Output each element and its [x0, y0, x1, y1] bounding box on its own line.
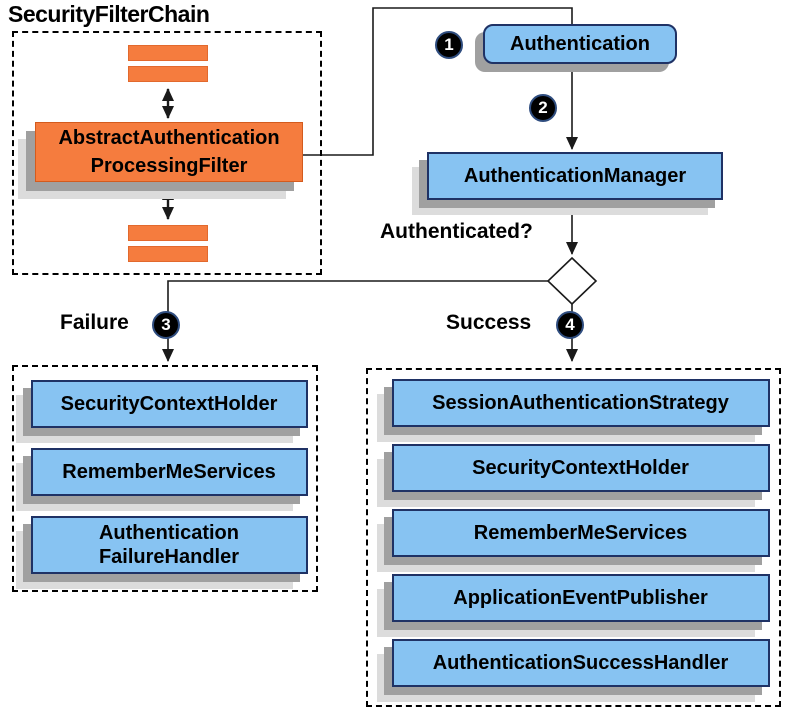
- filter-to-authentication-connector: [303, 7, 573, 156]
- filter-placeholder-bar: [128, 225, 208, 241]
- failure-label: Failure: [60, 311, 129, 334]
- authentication-box: Authentication: [483, 24, 677, 64]
- security-filter-chain-title: SecurityFilterChain: [8, 1, 210, 27]
- security-context-holder-box: SecurityContextHolder: [30, 380, 308, 428]
- authentication-success-handler-box: AuthenticationSuccessHandler: [391, 639, 770, 687]
- filter-placeholder-bar: [128, 66, 208, 82]
- step-1-badge: 1: [435, 31, 463, 59]
- success-handlers-box: SessionAuthenticationStrategy SecurityCo…: [366, 368, 781, 707]
- remember-me-services-box: RememberMeServices: [391, 509, 770, 557]
- filter-placeholder-bar: [128, 45, 208, 61]
- authentication-manager-box: AuthenticationManager: [427, 152, 723, 200]
- success-label: Success: [446, 311, 532, 334]
- authenticated-question-label: Authenticated?: [380, 220, 533, 243]
- abstract-authentication-processing-filter-box: AbstractAuthentication ProcessingFilter: [35, 122, 303, 182]
- step-3-badge: 3: [152, 311, 180, 339]
- authentication-failure-handler-box: Authentication FailureHandler: [30, 516, 308, 574]
- application-event-publisher-box: ApplicationEventPublisher: [391, 574, 770, 622]
- filter-placeholder-bar: [128, 246, 208, 262]
- step-2-badge: 2: [529, 94, 557, 122]
- security-filter-chain-box: AbstractAuthentication ProcessingFilter: [12, 31, 322, 275]
- session-authentication-strategy-box: SessionAuthenticationStrategy: [391, 379, 770, 427]
- decision-diamond: [546, 256, 598, 306]
- remember-me-services-box: RememberMeServices: [30, 448, 308, 496]
- failure-handlers-box: SecurityContextHolder RememberMeServices…: [12, 365, 318, 592]
- step-4-badge: 4: [556, 311, 584, 339]
- security-context-holder-box: SecurityContextHolder: [391, 444, 770, 492]
